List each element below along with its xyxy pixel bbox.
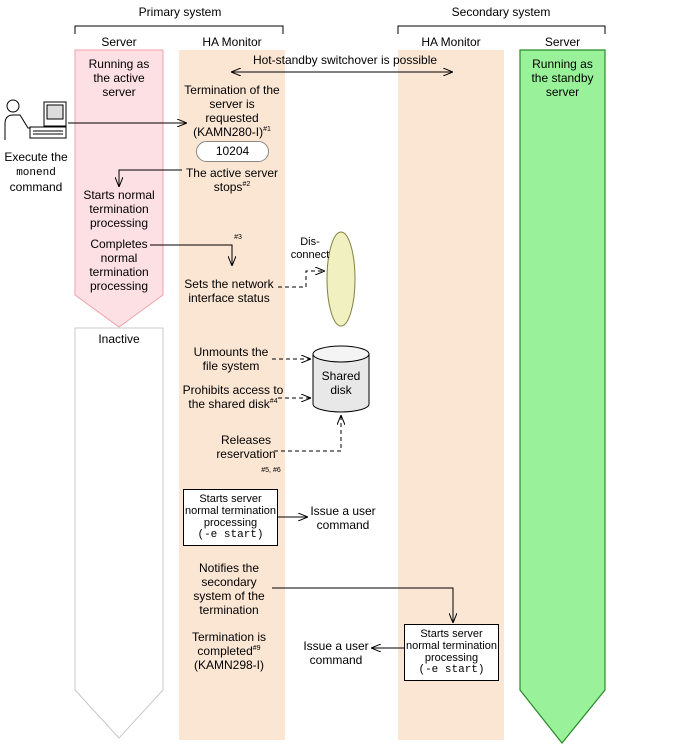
unmounts-file-system-label: Unmounts the file system <box>193 345 269 373</box>
termination-requested-label: Termination of the server is requested (… <box>184 83 280 139</box>
column-server-primary: Server <box>101 35 137 49</box>
column-ha-monitor-primary: HA Monitor <box>202 35 262 49</box>
running-as-active-label: Running as the active server <box>88 57 150 99</box>
monend-command-text: monend <box>16 167 56 179</box>
operator-terminal-icon <box>4 99 67 140</box>
disconnect-label: Dis- connect <box>290 236 330 261</box>
primary-system-bracket <box>74 25 284 34</box>
primary-server-active-lane <box>74 49 164 328</box>
column-server-secondary: Server <box>544 35 581 49</box>
network-status-label: Sets the network interface status <box>184 277 274 305</box>
primary-ha-monitor-lane <box>179 50 285 740</box>
completion-arrow <box>150 244 232 265</box>
start-termination-processing-box: Starts server normal termination process… <box>183 489 278 546</box>
network-interface-ellipse <box>326 231 356 327</box>
active-server-stops-label: The active server stops#2 <box>185 166 279 194</box>
releases-reservation-label: Releases reservation #5, #6 <box>216 433 281 474</box>
termination-completed-label: Termination is completed#9 (KAMN298-I) <box>191 630 267 672</box>
footnote-3: #3 <box>234 234 242 241</box>
primary-server-inactive-lane <box>74 327 164 739</box>
primary-system-header: Primary system <box>138 5 222 19</box>
issue-user-command-label-primary: Issue a user command <box>310 504 376 532</box>
secondary-system-header: Secondary system <box>451 5 551 19</box>
code-10204-badge: 10204 <box>196 141 269 162</box>
secondary-server-standby-lane <box>519 49 606 744</box>
hot-standby-label: Hot-standby switchover is possible <box>252 53 438 67</box>
starts-normal-termination-label: Starts normal termination processing <box>83 188 155 230</box>
notify-secondary-arrow <box>272 587 453 622</box>
issue-user-command-label-secondary: Issue a user command <box>303 639 369 667</box>
release-reservation-arrow <box>274 416 341 452</box>
running-as-standby-label: Running as the standby server <box>531 57 594 99</box>
notifies-secondary-label: Notifies the secondary system of the ter… <box>193 561 265 617</box>
stop-request-arrow <box>119 169 182 186</box>
column-ha-monitor-secondary: HA Monitor <box>421 35 481 49</box>
secondary-start-termination-box: Starts server normal termination process… <box>404 624 499 681</box>
secondary-system-bracket <box>397 25 606 34</box>
disconnect-arrow <box>278 271 324 288</box>
shared-disk-label: Shared disk <box>321 369 361 397</box>
execute-label: Execute the monend command <box>4 150 68 194</box>
shared-disk-icon <box>312 345 370 413</box>
inactive-label: Inactive <box>98 332 140 346</box>
completes-normal-termination-label: Completes normal termination processing <box>89 237 149 293</box>
prohibits-access-label: Prohibits access to the shared disk#4 <box>182 383 284 411</box>
